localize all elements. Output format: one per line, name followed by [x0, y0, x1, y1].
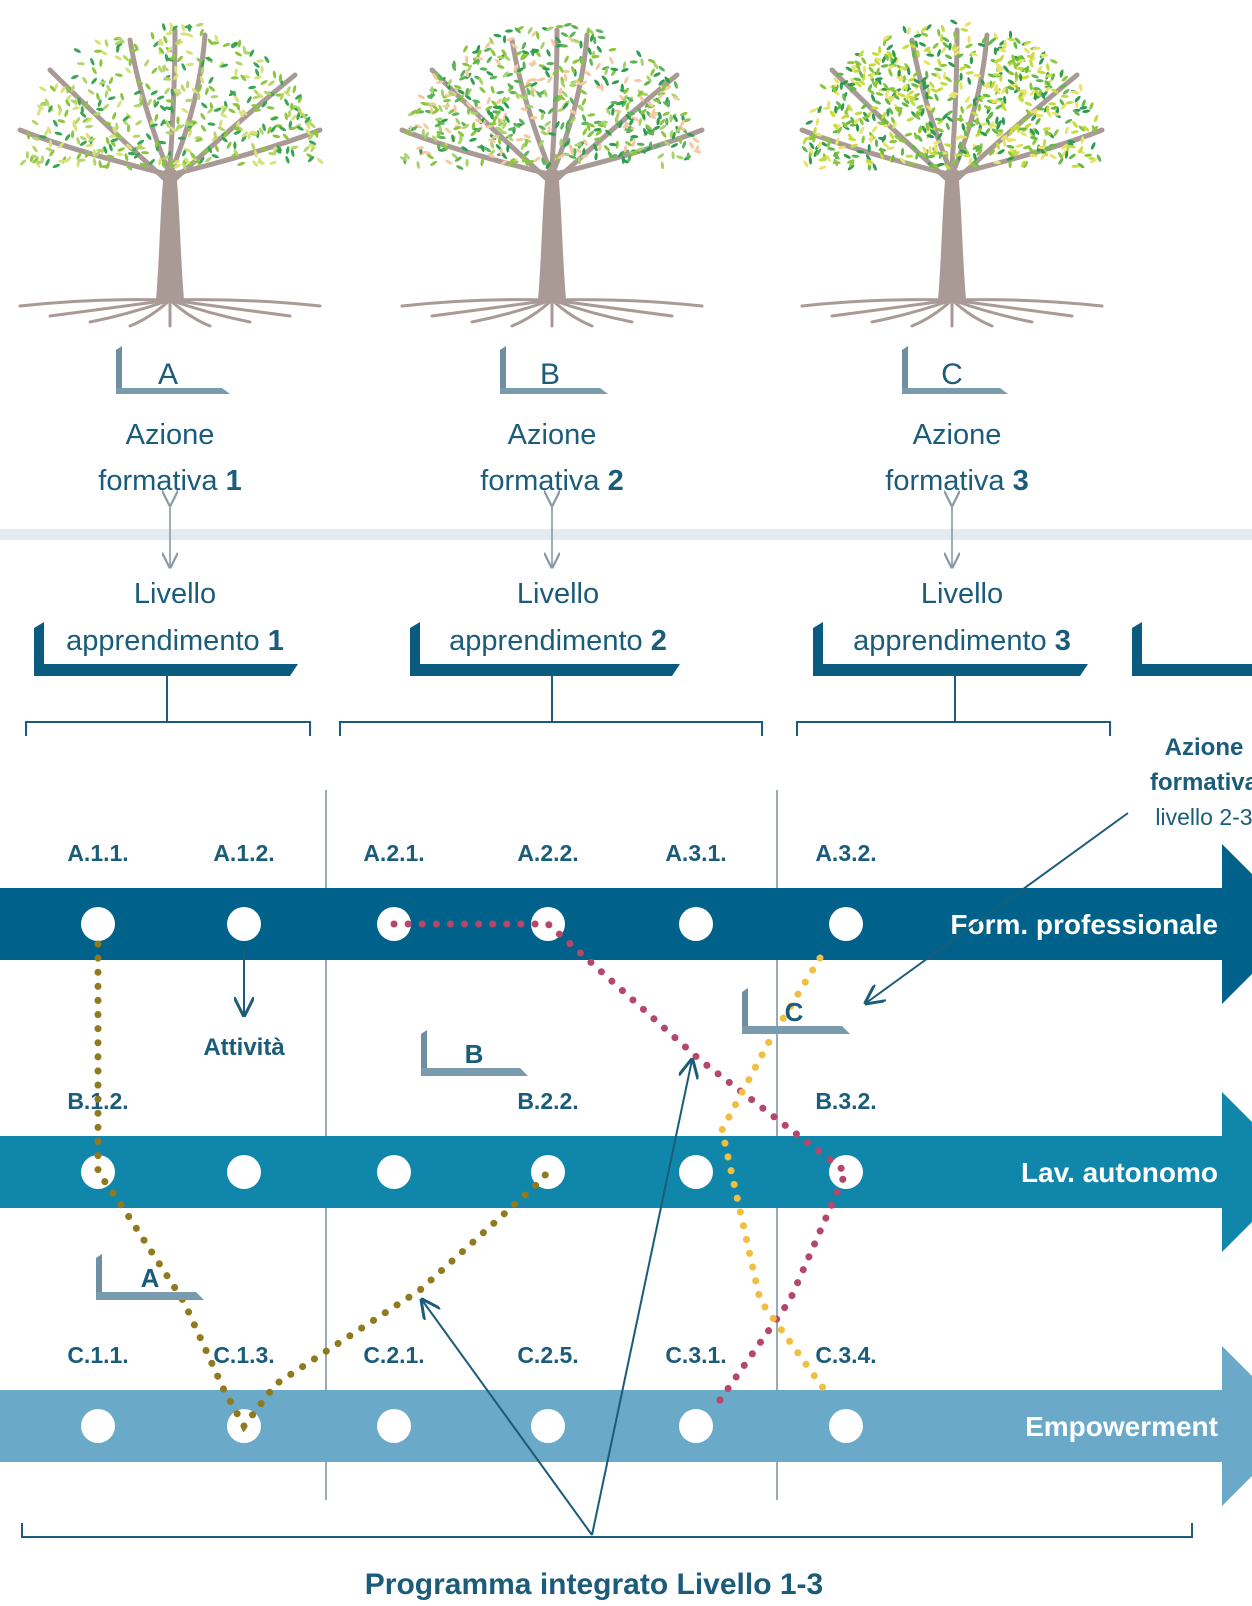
action-1-line2: formativa 1: [98, 465, 241, 497]
side-note-arrow: [866, 812, 1129, 1003]
tree-1: [17, 22, 324, 328]
activity-node: [81, 1409, 115, 1443]
activity-node: [829, 907, 863, 941]
tree-tag-c: C: [902, 346, 1008, 394]
activity-code: B.3.2.: [815, 1088, 876, 1114]
activity-code: C.1.3.: [213, 1342, 274, 1368]
activity-code: C.3.4.: [815, 1342, 876, 1368]
action-1-line1: Azione: [126, 419, 215, 451]
side-note-line3: livello 2-3: [1155, 804, 1252, 830]
lane-1: A.1.1. A.1.2. A.2.1. A.2.2. A.3.1. A.3.2. Form…: [0, 840, 1252, 1004]
program-label: Programma integrato Livello 1-3: [365, 1568, 823, 1601]
activity-code: A.3.2.: [815, 840, 876, 866]
activity-node: [679, 1155, 713, 1189]
path-tag-c: C: [742, 988, 850, 1034]
tree-tag-b-letter: B: [540, 358, 560, 391]
path-tag-b-letter: B: [465, 1039, 484, 1069]
lane-arrow: [0, 1346, 1252, 1506]
range-bracket-1: [25, 676, 311, 736]
program-arrow-2: [591, 1060, 692, 1536]
level-1-line1: Livello: [134, 578, 216, 610]
lane-label: Empowerment: [1025, 1411, 1218, 1442]
level-3-line1: Livello: [921, 578, 1003, 610]
separator-band: [0, 529, 1252, 540]
level-2-line2: apprendimento 2: [449, 625, 667, 657]
activity-node: [377, 1409, 411, 1443]
action-2-line1: Azione: [508, 419, 597, 451]
activity-code: A.2.2.: [517, 840, 578, 866]
tree-tag-c-letter: C: [941, 358, 963, 391]
level-bracket-1: [34, 622, 298, 676]
activity-node: [227, 907, 261, 941]
range-bracket-3: [796, 676, 1111, 736]
level-3-line2: apprendimento 3: [853, 625, 1071, 657]
path-tag-b: B: [421, 1030, 528, 1076]
activity-node: [531, 1155, 565, 1189]
tree-tag-a: A: [116, 346, 230, 394]
path-c: [718, 954, 830, 1396]
activity-code: C.3.1.: [665, 1342, 726, 1368]
level-1-line2: apprendimento 1: [66, 625, 284, 657]
lane-label: Lav. autonomo: [1021, 1157, 1218, 1188]
level-2-line1: Livello: [517, 578, 599, 610]
level-bracket-3: [813, 622, 1088, 676]
tree-tag-a-letter: A: [158, 358, 178, 391]
activity-node: [829, 1409, 863, 1443]
side-note-line1: Azione: [1165, 734, 1244, 761]
activity-code: A.1.1.: [67, 840, 128, 866]
activity-code: C.2.5.: [517, 1342, 578, 1368]
range-bracket-2: [339, 676, 763, 736]
path-tag-c-letter: C: [785, 997, 804, 1027]
level-bracket-4: [1132, 622, 1252, 676]
activity-node: [679, 907, 713, 941]
activity-code: A.3.1.: [665, 840, 726, 866]
action-3-line2: formativa 3: [885, 465, 1028, 497]
activity-code: C.1.1.: [67, 1342, 128, 1368]
path-tag-a: A: [96, 1254, 204, 1300]
path-b: [390, 920, 851, 1414]
action-2-line2: formativa 2: [480, 465, 623, 497]
activity-node: [679, 1409, 713, 1443]
path-tag-a-letter: A: [141, 1263, 160, 1293]
activity-code: B.2.2.: [517, 1088, 578, 1114]
lane-arrow: [0, 1092, 1252, 1252]
level-bracket-2: [410, 622, 680, 676]
tree-tag-b: B: [500, 346, 608, 394]
activity-node: [81, 907, 115, 941]
lane-label: Form. professionale: [950, 909, 1218, 940]
lane-arrow: [0, 844, 1252, 1004]
program-arrow-1: [422, 1300, 593, 1536]
lane-3: C.1.1. C.1.3. C.2.1. C.2.5. C.3.1. C.3.4. Empo…: [0, 1342, 1252, 1506]
side-note-line2: formativa: [1150, 769, 1252, 796]
activity-node: [829, 1155, 863, 1189]
activity-code: A.2.1.: [363, 840, 424, 866]
tree-3: [799, 19, 1105, 328]
activity-node: [227, 1155, 261, 1189]
activity-code: C.2.1.: [363, 1342, 424, 1368]
activity-node: [531, 1409, 565, 1443]
action-3-line1: Azione: [913, 419, 1002, 451]
program-bracket: [21, 1523, 1193, 1538]
lane-2: B.2.2.B.3.2.B.1.2.Lav. autonomo: [0, 1088, 1252, 1252]
activity-label: Attività: [203, 1034, 285, 1061]
activity-code: A.1.2.: [213, 840, 274, 866]
tree-2: [399, 22, 705, 328]
activity-node: [377, 1155, 411, 1189]
